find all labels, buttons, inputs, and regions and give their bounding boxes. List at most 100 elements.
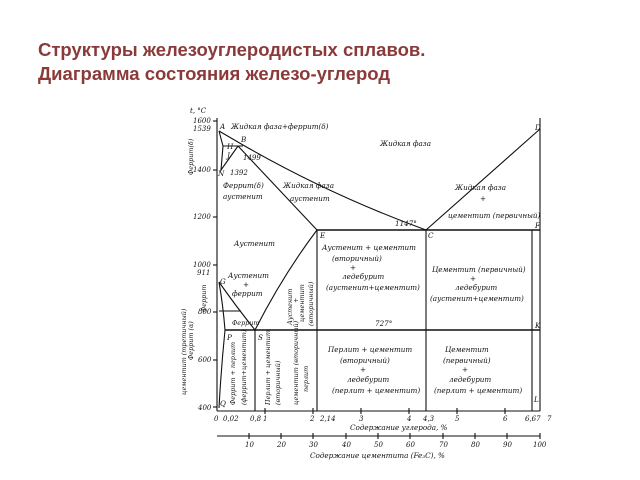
slide-title: Структуры железоуглеродистых сплавов. Ди… <box>38 38 618 86</box>
cem-tick-30: 30 <box>309 441 318 449</box>
region-cll-5: (перлит + цементит) <box>434 386 522 395</box>
point-k: K <box>534 321 541 330</box>
point-j: J <box>225 151 231 160</box>
y-tick-1400: 1400 <box>193 166 211 174</box>
x-axis-label-carbon: Содержание углерода, % <box>350 423 448 432</box>
y-tick-1539: 1539 <box>193 125 211 133</box>
y-tick-1000: 1000 <box>193 261 211 269</box>
solidus-line <box>237 145 318 231</box>
region-pcl-3: + <box>360 365 366 374</box>
region-acl-3: + <box>350 263 356 272</box>
region-austenite: Аустенит <box>233 239 275 248</box>
x-tick-labels-cementite: 10 20 30 40 50 60 70 80 90 100 <box>245 441 547 449</box>
point-s: S <box>258 333 263 342</box>
cem-tick-70: 70 <box>439 441 448 449</box>
cem-tick-40: 40 <box>341 441 351 449</box>
y-tick-400: 400 <box>197 404 212 412</box>
side-label-delta: Феррит(δ) <box>187 138 195 175</box>
region-ferrite-cem3: цементит (третичный) <box>180 308 188 395</box>
title-line-1: Структуры железоуглеродистых сплавов. <box>38 39 426 60</box>
region-pc-1: Перлит + цементит <box>264 330 272 406</box>
region-labels: Жидкая фаза+феррит(δ) Жидкая фаза Феррит… <box>180 122 541 406</box>
region-pcl-5: (перлит + цементит) <box>332 386 420 395</box>
x-tick-6-67: 6,67 <box>525 415 541 423</box>
y-tick-1600: 1600 <box>193 117 211 125</box>
x-tick-1: 1 <box>263 415 267 423</box>
point-a: A <box>219 122 225 131</box>
temp-1147: 1147° <box>395 219 417 228</box>
x-tick-4: 4 <box>406 415 411 423</box>
x-axis-cementite-ticks <box>248 433 541 439</box>
region-acl-4: ледебурит <box>342 272 384 281</box>
cem-tick-60: 60 <box>406 441 415 449</box>
gs-line <box>218 281 256 331</box>
x-tick-4-3: 4,3 <box>422 415 435 423</box>
y-tick-1499: 1499 <box>243 154 261 162</box>
region-delta-aust-2: аустенит <box>223 192 263 201</box>
y-tick-1200: 1200 <box>193 213 211 221</box>
region-liq-cem-1: Жидкая фаза <box>454 183 506 192</box>
region-acl-2: (вторичный) <box>332 254 382 263</box>
region-pcl-2: (вторичный) <box>340 356 390 365</box>
title-line-2: Диаграмма состояния железо-углерод <box>38 63 391 84</box>
region-cll-4: ледебурит <box>449 375 491 384</box>
gp-line <box>218 281 226 331</box>
x-tick-0-8: 0,8 <box>250 415 262 423</box>
point-l: L <box>533 395 539 404</box>
point-n: N <box>217 169 225 178</box>
cem-tick-10: 10 <box>245 441 254 449</box>
region-cll-1: Цементит <box>445 345 489 354</box>
region-ac2-4: (вторичный) <box>307 281 315 326</box>
region-liquid: Жидкая фаза <box>379 139 431 148</box>
y-tick-labels: t, °C 1600 1539 1499 1400 1392 1200 1000… <box>190 107 261 412</box>
region-ac2-2: + <box>292 298 300 303</box>
region-clh-4: (аустенит+цементит) <box>430 294 524 303</box>
x-tick-labels-carbon: 0 0,02 0,8 1 2 2,14 3 4 4,3 5 6 6,67 7 <box>214 415 552 423</box>
cem-tick-100: 100 <box>533 441 547 449</box>
region-clh-3: ледебурит <box>455 283 497 292</box>
cem-tick-50: 50 <box>374 441 383 449</box>
x-tick-0: 0 <box>214 415 219 423</box>
region-clh-2: + <box>470 274 476 283</box>
region-liq-aust-2: аустенит <box>290 194 330 203</box>
pq-line <box>218 329 226 409</box>
point-f: F <box>534 221 541 230</box>
x-tick-5: 5 <box>455 415 460 423</box>
region-clh-1: Цементит (первичный) <box>432 265 526 274</box>
cem-tick-20: 20 <box>276 441 286 449</box>
x-axis-label-cementite: Содержание цементита (Fe₃C), % <box>310 451 445 460</box>
left-side-labels: Феррит(δ) Феррит Феррит (α) <box>187 138 208 360</box>
region-pc-3: цементит (вторичный) <box>292 320 300 405</box>
delta-ferrite-boundary <box>218 130 239 172</box>
region-liq-aust-1: Жидкая фаза <box>282 181 334 190</box>
region-ac2-1: Аустенит <box>286 289 294 326</box>
liquidus-line <box>218 128 541 231</box>
region-cll-3: + <box>462 365 468 374</box>
cem-tick-90: 90 <box>503 441 512 449</box>
x-tick-2-14: 2,14 <box>319 415 336 423</box>
region-delta-aust-1: Феррит(δ) <box>223 181 264 190</box>
y-tick-800: 800 <box>198 308 212 316</box>
region-ferrite-alpha: Феррит <box>232 319 259 327</box>
region-pcl-1: Перлит + цементит <box>327 345 412 354</box>
x-axis-carbon-ticks <box>264 408 506 414</box>
x-tick-0-02: 0,02 <box>223 415 239 423</box>
y-tick-911: 911 <box>197 269 210 277</box>
region-cll-2: (первичный) <box>443 356 491 365</box>
y-axis-label: t, °C <box>190 107 207 115</box>
region-acl-5: (аустенит+цементит) <box>326 283 420 292</box>
point-q: Q <box>220 399 226 408</box>
region-aust-ferr-1: Аустенит <box>227 271 269 280</box>
side-label-ferrite: Феррит <box>200 285 208 312</box>
point-e: E <box>319 231 326 240</box>
region-pcl-4: ледебурит <box>347 375 389 384</box>
y-axis-ticks <box>213 120 217 408</box>
y-tick-1392: 1392 <box>230 169 248 177</box>
region-fp-2: (феррит+цементит) <box>240 329 248 405</box>
region-liquid-delta: Жидкая фаза+феррит(δ) <box>230 122 329 131</box>
region-pc-2: (вторичный) <box>274 360 282 405</box>
region-liq-cem-2: + <box>480 194 486 203</box>
region-aust-ferr-2: + <box>243 280 249 289</box>
x-tick-7: 7 <box>547 415 552 423</box>
